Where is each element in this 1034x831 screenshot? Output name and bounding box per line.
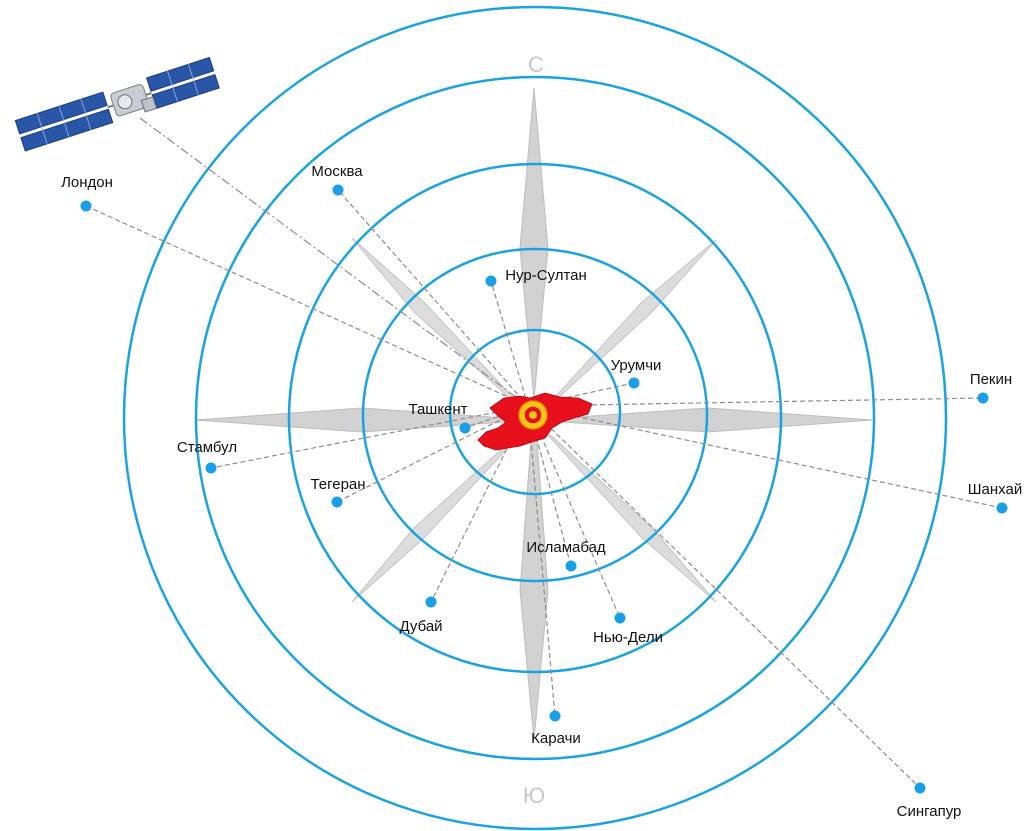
compass-point-northwest [351,237,535,421]
city-dot-tashkent [459,422,471,434]
compass-rose [195,87,873,741]
north-label: С [528,52,544,77]
compass-point-south [519,399,549,741]
city-label-beijing: Пекин [970,371,1012,388]
city-label-tashkent: Ташкент [408,401,467,418]
route-line-singapore [527,405,921,789]
city-dot-istanbul [205,462,217,474]
route-line-new-delhi [527,405,621,619]
city-dot-new-delhi [614,612,626,624]
route-line-tehran [336,405,529,503]
south-label: Ю [523,783,545,808]
city-dot-shanghai [996,502,1008,514]
route-line-moscow [337,189,529,407]
city-label-islamabad: Исламабад [526,539,606,556]
route-line-beijing [527,397,984,407]
route-line-istanbul [210,405,529,469]
city-label-singapore: Сингапур [897,803,962,820]
city-label-new-delhi: Нью-Дели [593,629,663,646]
city-label-moscow: Москва [311,163,363,180]
city-dot-karachi [549,710,561,722]
city-dot-moscow [332,184,344,196]
route-line-shanghai [527,405,1003,509]
city-label-istanbul: Стамбул [177,439,237,456]
compass-point-southeast [533,419,717,603]
city-dot-beijing [977,392,989,404]
ring-5 [122,5,948,831]
satellite-link-line [139,117,529,407]
compass-point-north [519,87,549,401]
satellite-icon [14,56,220,152]
city-label-shanghai: Шанхай [968,481,1022,498]
ring-3 [287,162,783,674]
distance-rings [122,5,948,831]
city-dot-urumqi [628,377,640,389]
route-line-karachi [527,405,556,717]
city-label-dubai: Дубай [399,618,442,635]
city-dot-london [80,200,92,212]
route-line-nur-sultan [490,280,529,407]
ring-2 [361,247,709,583]
city-label-urumqi: Урумчи [611,357,662,374]
kyrgyzstan-map-icon [477,392,593,451]
city-label-london: Лондон [61,174,113,191]
city-markers: Лондон МоскваНур-СултанУрумчиПекинТашкент… [61,163,1022,820]
city-label-karachi: Карачи [531,730,581,747]
ring-1 [448,328,622,496]
route-line-london [85,205,529,407]
city-dot-singapore [914,782,926,794]
city-dot-islamabad [565,560,577,572]
city-dot-dubai [425,596,437,608]
city-dot-tehran [331,496,343,508]
city-label-tehran: Тегеран [310,476,365,493]
city-dot-nur-sultan [485,275,497,287]
ring-4 [194,75,876,761]
city-label-nur-sultan: Нур-Султан [505,267,587,284]
